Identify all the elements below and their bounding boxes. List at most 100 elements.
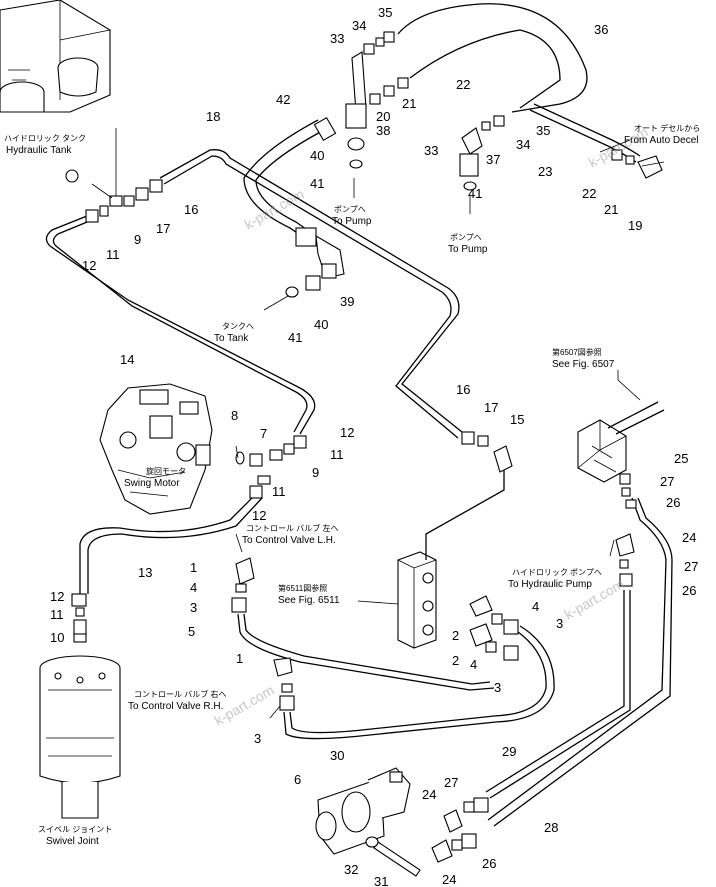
from-auto-decel-label: From Auto Decel bbox=[624, 135, 698, 146]
swing-motor-label-jp: 旋回モータ bbox=[146, 466, 186, 476]
swing-motor bbox=[99, 383, 213, 515]
callout: 1 bbox=[190, 560, 197, 575]
callout: 36 bbox=[594, 22, 608, 37]
callout: 35 bbox=[536, 123, 550, 138]
to-control-valve-rh-label: To Control Valve R.H. bbox=[128, 701, 223, 712]
to-pump-label-jp: ポンプへ bbox=[334, 205, 366, 214]
callout: 24 bbox=[682, 530, 696, 545]
callout: 41 bbox=[310, 176, 324, 191]
callout: 22 bbox=[582, 186, 596, 201]
to-pump-label: To Pump bbox=[332, 216, 372, 227]
callout: 28 bbox=[544, 820, 558, 835]
callout: 21 bbox=[604, 202, 618, 217]
callout: 11 bbox=[106, 247, 120, 262]
callout: 9 bbox=[312, 465, 319, 480]
callout: 27 bbox=[684, 559, 698, 574]
actuator-30 bbox=[315, 767, 411, 855]
callout: 35 bbox=[378, 5, 392, 20]
callout: 27 bbox=[660, 474, 674, 489]
callout: 39 bbox=[340, 294, 354, 309]
callout: 3 bbox=[556, 616, 563, 631]
to-pump-label: To Pump bbox=[448, 244, 488, 255]
callout: 4 bbox=[470, 657, 477, 672]
callout: 19 bbox=[628, 218, 642, 233]
callout: 41 bbox=[288, 330, 302, 345]
callout: 13 bbox=[138, 565, 152, 580]
callout: 38 bbox=[376, 123, 390, 138]
from-auto-decel-label-jp: オート デセルから bbox=[634, 123, 700, 133]
callout: 7 bbox=[260, 426, 267, 441]
callout: 12 bbox=[340, 425, 354, 440]
hydraulic-tank bbox=[0, 0, 111, 113]
callout: 31 bbox=[374, 874, 388, 887]
swing-motor-label: Swing Motor bbox=[124, 478, 180, 489]
part-callouts: 1 1 2 2 3 3 3 3 4 4 4 5 6 7 8 9 9 10 11 … bbox=[50, 5, 698, 887]
callout: 33 bbox=[330, 31, 344, 46]
callout: 5 bbox=[188, 624, 195, 639]
to-hydraulic-pump-label: To Hydraulic Pump bbox=[508, 579, 592, 590]
valve-block bbox=[397, 551, 437, 649]
see-fig-6507-label: See Fig. 6507 bbox=[552, 359, 615, 370]
callout: 41 bbox=[468, 186, 482, 201]
callout: 3 bbox=[254, 731, 261, 746]
callout: 26 bbox=[666, 495, 680, 510]
swivel-joint bbox=[39, 631, 121, 819]
callout: 34 bbox=[352, 18, 366, 33]
callout: 2 bbox=[452, 628, 459, 643]
callout: 25 bbox=[674, 451, 688, 466]
swivel-joint-label: Swivel Joint bbox=[46, 836, 99, 847]
callout: 18 bbox=[206, 109, 220, 124]
callout: 22 bbox=[456, 77, 470, 92]
callout: 27 bbox=[444, 775, 458, 790]
callout: 40 bbox=[310, 148, 324, 163]
callout: 24 bbox=[442, 872, 456, 887]
callout: 2 bbox=[452, 653, 459, 668]
callout: 11 bbox=[50, 607, 64, 622]
callout: 20 bbox=[376, 109, 390, 124]
callout: 4 bbox=[190, 580, 197, 595]
callout: 21 bbox=[402, 96, 416, 111]
tube-routes bbox=[45, 3, 673, 877]
callout: 40 bbox=[314, 317, 328, 332]
swivel-joint-label-jp: スイベル ジョイント bbox=[38, 825, 112, 834]
callout: 3 bbox=[190, 600, 197, 615]
callout: 10 bbox=[50, 630, 64, 645]
callout: 1 bbox=[236, 651, 243, 666]
callout: 26 bbox=[682, 583, 696, 598]
callout: 6 bbox=[294, 772, 301, 787]
callout: 12 bbox=[50, 589, 64, 604]
to-tank-label-jp: タンクへ bbox=[222, 322, 254, 331]
callout: 3 bbox=[494, 680, 501, 695]
callout: 12 bbox=[82, 258, 96, 273]
callout: 17 bbox=[484, 400, 498, 415]
hydraulic-tank-label-jp: ハイドロリック タンク bbox=[4, 134, 86, 143]
text-labels: ハイドロリック タンク Hydraulic Tank ポンプへ To Pump … bbox=[4, 123, 700, 847]
callout: 14 bbox=[120, 352, 134, 367]
callout: 17 bbox=[156, 221, 170, 236]
see-fig-6511-label: See Fig. 6511 bbox=[278, 595, 340, 606]
callout: 11 bbox=[330, 447, 344, 462]
to-control-valve-rh-label-jp: コントロール バルブ 右へ bbox=[134, 689, 226, 699]
callout: 9 bbox=[134, 232, 141, 247]
callout: 32 bbox=[344, 862, 358, 877]
selector-valve bbox=[577, 401, 665, 483]
callout: 16 bbox=[456, 382, 470, 397]
callout: 30 bbox=[330, 748, 344, 763]
to-tank-label: To Tank bbox=[214, 333, 249, 344]
hydraulic-tank-label: Hydraulic Tank bbox=[6, 145, 72, 156]
to-control-valve-lh-label: To Control Valve L.H. bbox=[242, 535, 336, 546]
callout: 34 bbox=[516, 137, 530, 152]
callout: 29 bbox=[502, 744, 516, 759]
to-hydraulic-pump-label-jp: ハイドロリック ポンプへ bbox=[512, 568, 602, 577]
callout: 12 bbox=[252, 508, 266, 523]
callout: 15 bbox=[510, 412, 524, 427]
callout: 42 bbox=[276, 92, 290, 107]
callout: 26 bbox=[482, 856, 496, 871]
callout: 4 bbox=[532, 599, 539, 614]
callout: 8 bbox=[231, 408, 238, 423]
to-control-valve-lh-label-jp: コントロール バルブ 左へ bbox=[246, 523, 338, 533]
callout: 23 bbox=[538, 164, 552, 179]
callout: 16 bbox=[184, 202, 198, 217]
to-pump-label-jp: ポンプへ bbox=[450, 233, 482, 242]
